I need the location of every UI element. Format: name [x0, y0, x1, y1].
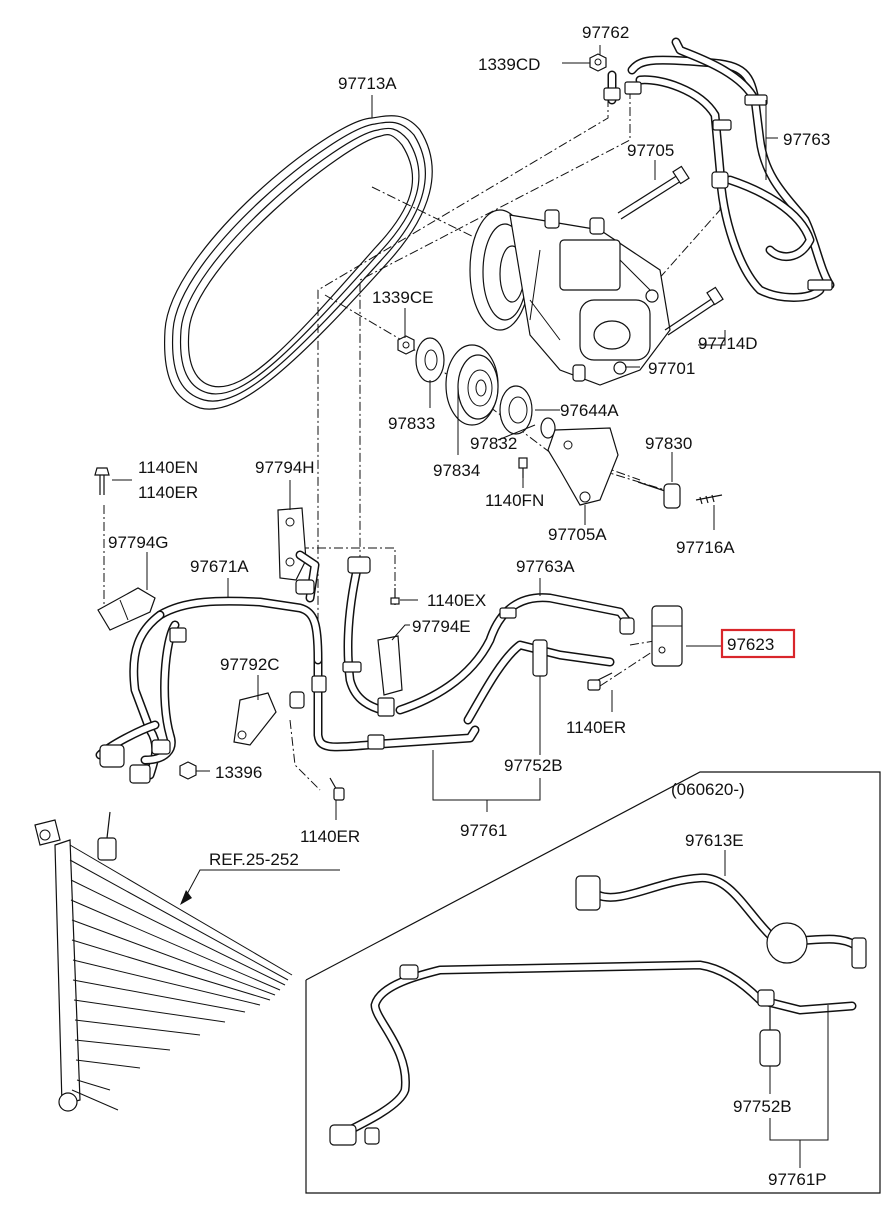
label-97705: 97705 [627, 141, 674, 160]
label-97794E: 97794E [412, 617, 471, 636]
label-97830: 97830 [645, 434, 692, 453]
label-97761P: 97761P [768, 1170, 827, 1189]
label-97613E: 97613E [685, 831, 744, 850]
label-1140ER-low: 1140ER [300, 827, 360, 846]
label-1339CE: 1339CE [372, 288, 433, 307]
label-97832: 97832 [470, 434, 517, 453]
bolt-97830 [637, 481, 681, 509]
label-97714D: 97714D [698, 334, 758, 353]
label-97794H: 97794H [255, 458, 315, 477]
leader-lines [112, 45, 829, 1168]
label-97623: 97623 [727, 635, 774, 654]
label-97763A: 97763A [516, 557, 575, 576]
label-1140ER-mid: 1140ER [566, 718, 626, 737]
label-97763: 97763 [783, 130, 830, 149]
label-97713A: 97713A [338, 74, 397, 93]
bracket-97705A [547, 427, 619, 506]
label-97833: 97833 [388, 414, 435, 433]
label-97671A: 97671A [190, 557, 249, 576]
hose-fittings [99, 81, 833, 784]
bracket-97792C [233, 691, 305, 746]
label-060620: (060620-) [671, 780, 745, 799]
clamp-97794E [377, 635, 403, 696]
part-labels: 97762 1339CD 97713A 97763 97705 1339CE 9… [108, 23, 830, 1189]
label-97716A: 97716A [676, 538, 735, 557]
label-97705A: 97705A [548, 525, 607, 544]
dashed-leaders [103, 90, 721, 791]
condenser [34, 811, 293, 1112]
label-97792C: 97792C [220, 655, 280, 674]
label-97761: 97761 [460, 821, 507, 840]
label-1140EX: 1140EX [427, 591, 486, 610]
label-97644A: 97644A [560, 401, 619, 420]
label-97752B-inset: 97752B [733, 1097, 792, 1116]
nut-13396 [179, 761, 197, 780]
label-ref-25-252: REF.25-252 [209, 850, 299, 869]
highlight-box-97623 [720, 628, 796, 659]
bolt-97716A [695, 494, 723, 505]
nut-1339CE [397, 335, 415, 355]
spacer-97832 [540, 417, 556, 439]
drive-belt-97713A [163, 115, 433, 410]
hoses-main [95, 37, 835, 780]
condenser-fins [69, 859, 289, 1091]
pulley-97834 [445, 344, 499, 426]
inset-box [305, 771, 881, 1194]
label-13396: 13396 [215, 763, 262, 782]
label-97701: 97701 [648, 359, 695, 378]
washer-97833 [415, 337, 445, 383]
expansion-valve-97623 [651, 605, 683, 667]
label-1339CD: 1339CD [478, 55, 540, 74]
bolt-97705 [617, 165, 690, 220]
bolt-1140ER-low [329, 777, 345, 801]
bolt-97714D [664, 286, 724, 336]
bracket-97794G [97, 587, 156, 631]
label-1140EN: 1140EN [138, 458, 198, 477]
bolt-1140EN-ER-top [94, 467, 110, 495]
label-97752B: 97752B [504, 756, 563, 775]
bracket-97794H [277, 507, 307, 581]
bolt-1140ER-mid [587, 672, 613, 691]
label-97762: 97762 [582, 23, 629, 42]
bolt-1140FN [518, 457, 528, 478]
label-1140ER-top: 1140ER [138, 483, 198, 502]
label-97834: 97834 [433, 461, 480, 480]
nut-1339CD [589, 53, 607, 72]
label-97794G: 97794G [108, 533, 169, 552]
compressor [469, 209, 671, 386]
washer-97644A [499, 385, 533, 435]
bolt-1140EX [390, 588, 400, 605]
ref-arrow-icon [180, 890, 192, 905]
label-1140FN: 1140FN [485, 491, 544, 510]
